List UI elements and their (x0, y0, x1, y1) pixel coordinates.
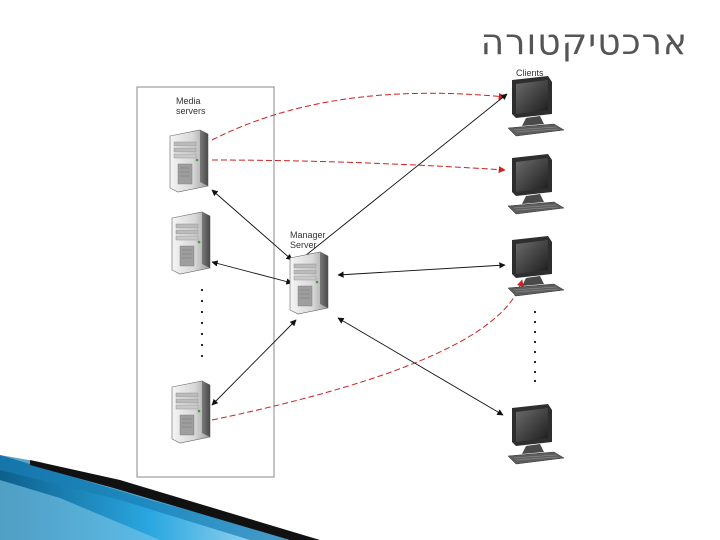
media-servers-label-line1: Media (176, 96, 236, 106)
monitor-icon (508, 236, 564, 296)
media-servers-label-line2: servers (176, 106, 236, 116)
manager-link-client-3 (338, 265, 505, 275)
server-icon (170, 130, 208, 192)
monitor-icon (508, 154, 564, 214)
manager-server-label-line2: Server (290, 240, 350, 250)
server-icon (172, 212, 210, 274)
manager-server-label: Manager Server (290, 230, 350, 250)
vertical-dots (534, 311, 536, 382)
media-servers-label: Media servers (176, 96, 236, 116)
server-icon (172, 381, 210, 443)
monitor-icon (508, 404, 564, 464)
manager-link-client-4 (338, 318, 503, 415)
manager-server-icon (290, 252, 328, 314)
monitor-icon (508, 76, 564, 136)
manager-server-label-line1: Manager (290, 230, 350, 240)
clients-label: Clients (516, 68, 544, 78)
